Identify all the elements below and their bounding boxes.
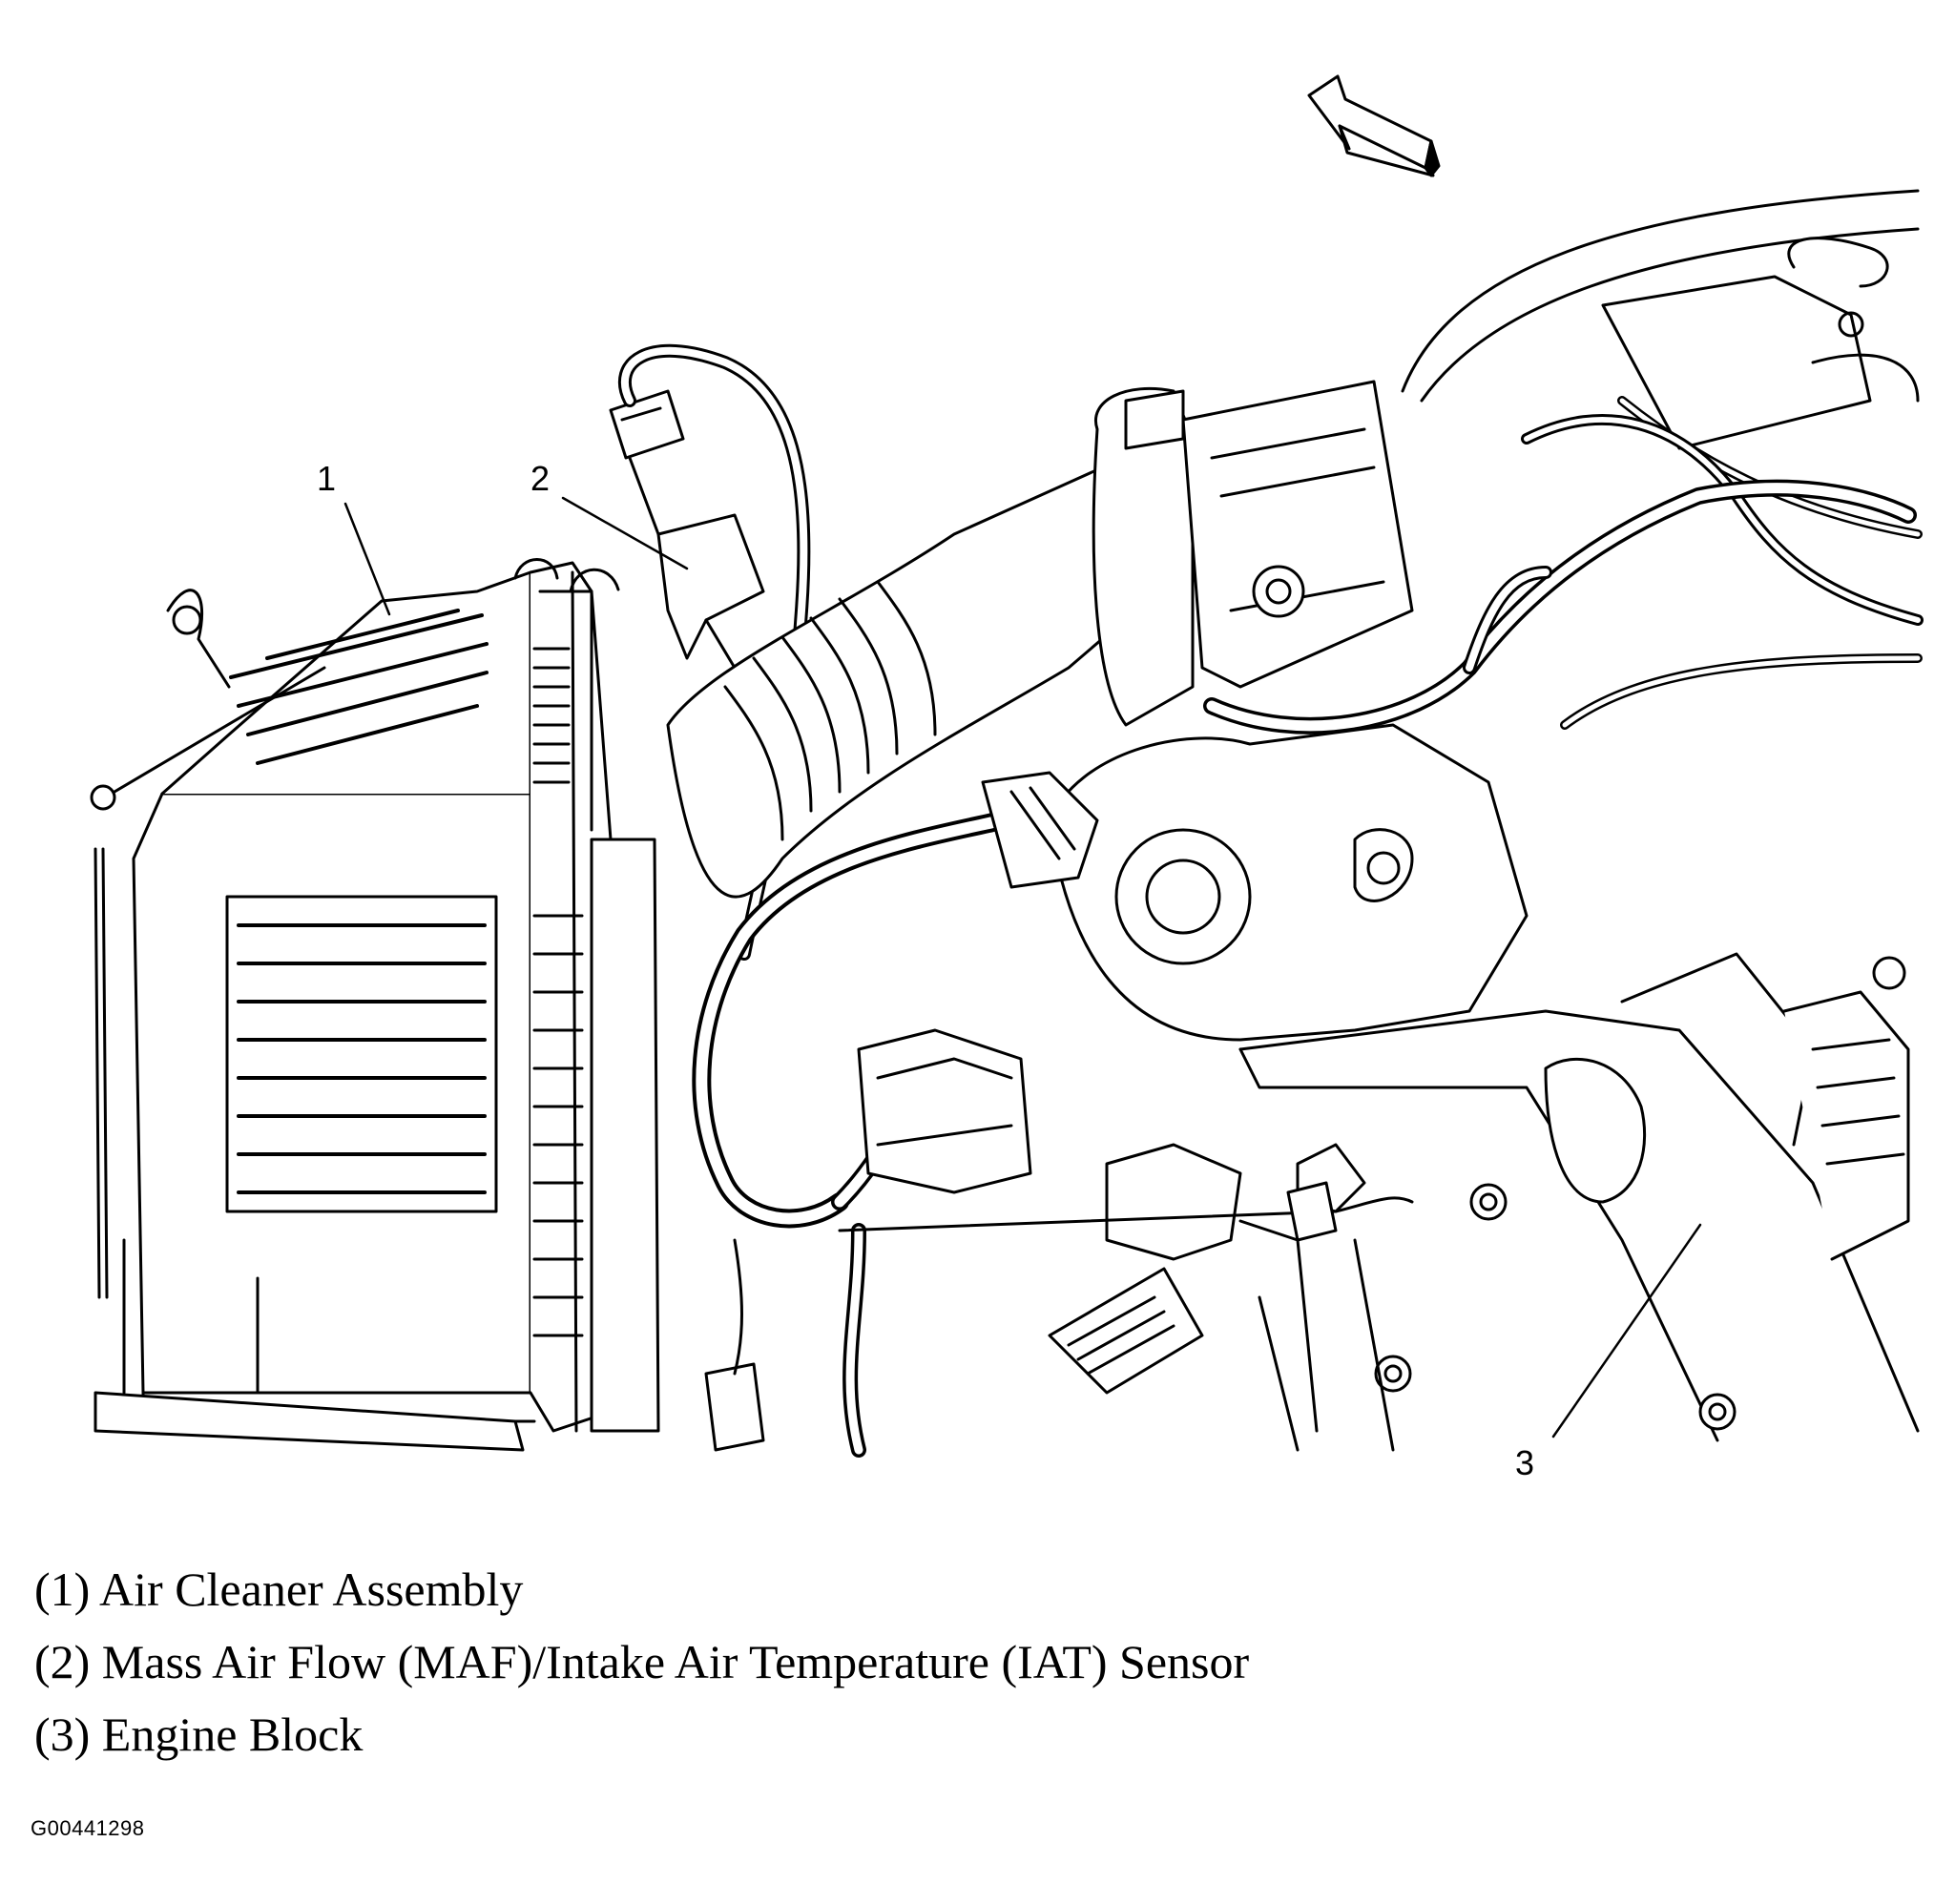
intake-duct	[666, 380, 1414, 899]
callout-1: 1	[317, 459, 391, 616]
parts-legend: (1) Air Cleaner Assembly (2) Mass Air Fl…	[34, 1553, 1847, 1770]
legend-item-air-cleaner-assembly: (1) Air Cleaner Assembly	[34, 1563, 524, 1616]
engine-compartment-illustration: 1 2 3	[90, 74, 1924, 1482]
air-cleaner-assembly	[90, 558, 660, 1452]
legend-item-engine-block: (3) Engine Block	[34, 1707, 364, 1761]
callout-3: 3	[1515, 1223, 1702, 1482]
callout-number-3: 3	[1515, 1443, 1534, 1482]
callout-number-2: 2	[530, 459, 550, 498]
callout-number-1: 1	[317, 459, 336, 498]
forward-arrow-icon	[1307, 74, 1441, 177]
wiring-harness	[692, 771, 1414, 1458]
callout-2: 2	[530, 459, 689, 570]
figure-id: G00441298	[31, 1816, 145, 1840]
legend-item-maf-iat-sensor: (2) Mass Air Flow (MAF)/Intake Air Tempe…	[34, 1635, 1250, 1688]
engine-block	[1048, 189, 1924, 1452]
